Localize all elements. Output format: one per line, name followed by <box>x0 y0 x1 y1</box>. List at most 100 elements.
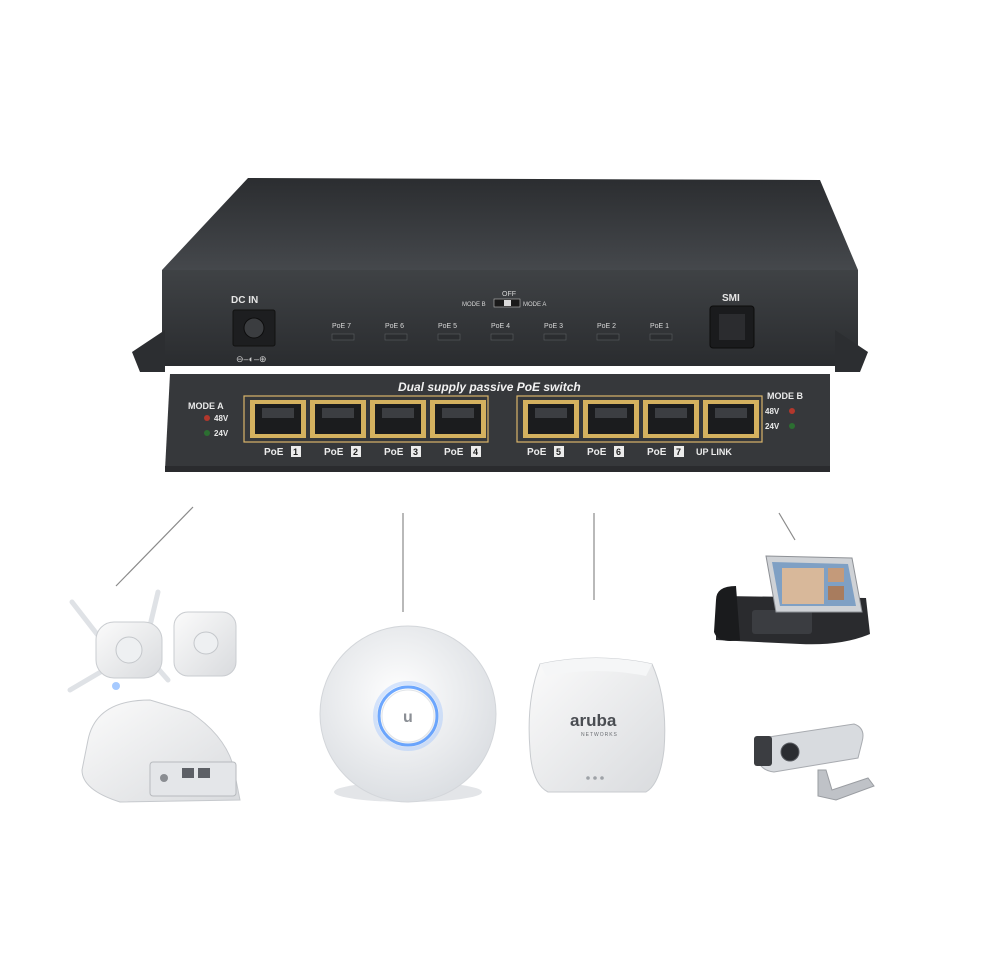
rear-port-label: PoE 1 <box>650 323 669 330</box>
front-port-label: PoE <box>324 447 344 458</box>
led-24v-left <box>204 430 210 436</box>
front-mode-a-label: MODE A <box>188 401 224 411</box>
ethernet-port-contacts <box>715 408 747 418</box>
phone-handset <box>714 586 740 641</box>
front-48v-left-label: 48V <box>214 414 229 423</box>
ubiquiti-logo: u <box>403 709 413 726</box>
front-mode-b-label: MODE B <box>767 391 804 401</box>
rear-port-led <box>649 333 673 341</box>
front-port-number: 4 <box>473 447 478 457</box>
ubiquiti-ap-ring-glow <box>373 681 443 751</box>
front-port-number-box <box>554 446 564 457</box>
rear-port-label: PoE 6 <box>385 323 404 330</box>
mounting-ear-left <box>132 330 165 372</box>
ethernet-port-contacts <box>535 408 567 418</box>
outdoor-ap-port-3 <box>160 774 168 782</box>
camera-lens <box>780 742 800 762</box>
camera-mount <box>817 769 875 801</box>
rear-port-led <box>331 333 355 341</box>
front-port-label: PoE <box>264 447 284 458</box>
ubiquiti-ap-ring <box>377 685 439 747</box>
led-24v-right <box>789 423 795 429</box>
cctv-camera <box>754 723 875 801</box>
front-24v-left-label: 24V <box>214 429 229 438</box>
ethernet-port-contacts <box>442 408 474 418</box>
led-48v-right <box>789 408 795 414</box>
aruba-logo: aruba <box>570 711 617 730</box>
front-port-number-box <box>291 446 301 457</box>
front-port-number-box <box>674 446 684 457</box>
ubiquiti-access-point: u <box>319 625 497 803</box>
phone-keypad <box>752 610 812 634</box>
phone-video-thumb-1 <box>828 568 844 582</box>
switch-front-face <box>165 374 830 470</box>
aruba-networks-text: NETWORKS <box>581 732 618 738</box>
antenna-access-point <box>67 589 171 693</box>
dc-in-label: DC IN <box>231 295 258 306</box>
aruba-access-point: aruba NETWORKS <box>528 657 666 793</box>
aruba-ap-top <box>540 658 652 676</box>
port-group-frame-left <box>243 395 489 443</box>
front-port-label: PoE <box>384 447 404 458</box>
mounting-ear-right <box>835 330 868 372</box>
antenna-ap-led <box>112 682 120 690</box>
front-port-number-box <box>614 446 624 457</box>
rear-port-led <box>596 333 620 341</box>
front-port-number: 3 <box>413 447 418 457</box>
camera-housing <box>757 723 864 773</box>
front-port-label: PoE <box>444 447 464 458</box>
aruba-led-2 <box>593 776 597 780</box>
front-port-number-box <box>411 446 421 457</box>
aruba-led-1 <box>586 776 590 780</box>
front-port-number: 2 <box>353 447 358 457</box>
switch-mode-b-label: MODE B <box>462 302 486 308</box>
antenna-1 <box>69 599 103 641</box>
front-panel-title: Dual supply passive PoE switch <box>398 380 581 394</box>
led-48v-left <box>204 415 210 421</box>
uplink-label: UP LINK <box>696 447 732 457</box>
smi-label: SMI <box>722 293 740 304</box>
phone-video-main <box>782 568 824 604</box>
switch-top <box>162 178 858 270</box>
front-port-label: PoE <box>587 447 607 458</box>
front-port-label: PoE <box>527 447 547 458</box>
antenna-ap-center <box>115 636 143 664</box>
ethernet-port-contacts <box>655 408 687 418</box>
rear-port-led <box>384 333 408 341</box>
aruba-led-3 <box>600 776 604 780</box>
ethernet-port-contacts <box>262 408 294 418</box>
ubiquiti-ap-center <box>381 689 435 743</box>
dc-in-socket <box>243 317 265 339</box>
line-to-wifi-aps <box>115 506 194 587</box>
mode-selector-knob <box>504 300 511 306</box>
front-port-number: 6 <box>616 447 621 457</box>
port-group-frame-right <box>516 395 763 443</box>
camera-lens-hood <box>754 736 772 766</box>
outdoor-access-point <box>81 699 241 803</box>
front-bottom-bevel <box>165 466 830 472</box>
ethernet-port-contacts <box>322 408 354 418</box>
outdoor-ap-port-panel <box>149 761 237 797</box>
switch-off-label: OFF <box>502 291 516 298</box>
front-48v-right-label: 48V <box>765 407 780 416</box>
rear-port-led <box>490 333 514 341</box>
square-access-point <box>173 611 237 677</box>
outdoor-ap-port-1 <box>182 768 194 778</box>
front-port-number: 1 <box>293 447 298 457</box>
rear-port-label: PoE 2 <box>597 323 616 330</box>
ip-video-phone <box>714 555 870 645</box>
rear-port-label: PoE 4 <box>491 323 510 330</box>
front-port-number: 5 <box>556 447 561 457</box>
switch-mode-a-label: MODE A <box>523 302 546 308</box>
rear-port-led <box>437 333 461 341</box>
front-24v-right-label: 24V <box>765 422 780 431</box>
rear-port-label: PoE 3 <box>544 323 563 330</box>
rear-port-label: PoE 7 <box>332 323 351 330</box>
smi-port-inner <box>719 314 745 340</box>
phone-video-thumb-2 <box>828 586 844 600</box>
square-ap-center <box>193 631 219 655</box>
antenna-3 <box>67 667 107 693</box>
